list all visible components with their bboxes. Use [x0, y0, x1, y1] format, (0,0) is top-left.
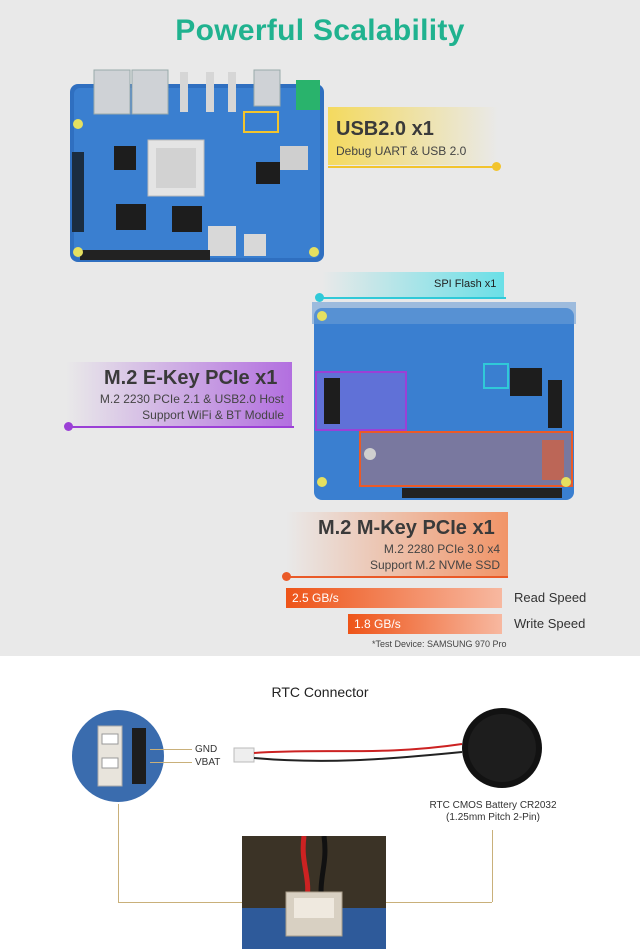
usb-pointer-dot	[492, 162, 501, 171]
mkey-line1: M.2 2280 PCIe 3.0 x4	[383, 542, 500, 556]
write-speed-bar: 1.8 GB/s	[348, 614, 502, 634]
pin-gnd-label: GND	[195, 744, 218, 755]
spi-pointer-dot	[315, 293, 324, 302]
ekey-label-bg	[66, 362, 292, 426]
rtc-title: RTC Connector	[271, 684, 369, 700]
rtc-board-closeup	[72, 710, 164, 802]
vbat-pointer-line	[150, 762, 192, 763]
ekey-title: M.2 E-Key PCIe x1	[104, 367, 278, 389]
usb-title: USB2.0 x1	[336, 118, 434, 140]
pin-vbat-label: VBAT	[195, 757, 221, 768]
right-connector-line-v	[492, 830, 493, 902]
battery-line2: (1.25mm Pitch 2-Pin)	[446, 812, 540, 823]
usb-subtitle: Debug UART & USB 2.0	[336, 144, 467, 158]
spi-label-bg	[322, 272, 504, 298]
usb-label-bg	[328, 107, 498, 165]
board-top-view	[70, 69, 324, 262]
mkey-title: M.2 M-Key PCIe x1	[318, 517, 495, 539]
page-title: Powerful Scalability	[175, 14, 465, 47]
right-connector-line-h	[386, 902, 492, 903]
mkey-pointer-dot	[282, 572, 291, 581]
spi-pointer-line	[320, 297, 506, 299]
write-speed-label: Write Speed	[514, 616, 586, 631]
left-connector-line-h	[118, 902, 242, 903]
usb-pointer-line	[328, 166, 498, 168]
read-speed-label: Read Speed	[514, 590, 587, 605]
ekey-line2: Support WiFi & BT Module	[142, 408, 284, 422]
spi-label: SPI Flash x1	[434, 278, 497, 290]
mkey-label-bg	[286, 512, 508, 576]
rtc-battery-cable	[233, 708, 542, 788]
read-speed-bar: 2.5 GB/s	[286, 588, 502, 608]
mkey-line2: Support M.2 NVMe SSD	[369, 558, 500, 572]
test-device-note: *Test Device: SAMSUNG 970 Pro	[372, 639, 507, 649]
left-connector-line-v	[118, 804, 119, 902]
ekey-pointer-dot	[64, 422, 73, 431]
battery-line1: RTC CMOS Battery CR2032	[429, 800, 557, 811]
ekey-line1: M.2 2230 PCIe 2.1 & USB2.0 Host	[99, 392, 284, 406]
ekey-pointer-line	[68, 426, 294, 428]
rtc-connector-photo	[242, 836, 386, 949]
board-bottom-view	[312, 302, 576, 500]
gnd-pointer-line	[150, 749, 192, 750]
mkey-pointer-line	[286, 576, 508, 578]
